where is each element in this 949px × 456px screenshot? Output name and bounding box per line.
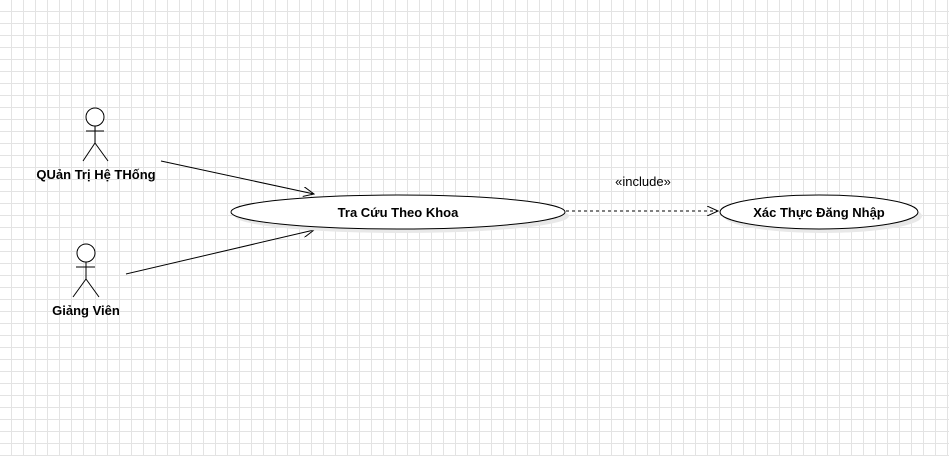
use-case-lookup[interactable]: Tra Cứu Theo Khoa [230, 194, 569, 233]
actor-lecturer[interactable]: Giảng Viên [52, 243, 120, 318]
association-lecturer-lookup[interactable] [125, 230, 314, 275]
association-admin-lookup[interactable] [160, 160, 314, 194]
use-case-auth-label: Xác Thực Đăng Nhập [753, 205, 885, 220]
use-case-ellipse [719, 194, 919, 230]
use-case-ellipse [230, 194, 566, 230]
actor-lecturer-label: Giảng Viên [52, 303, 120, 318]
use-case-lookup-label: Tra Cứu Theo Khoa [338, 205, 459, 220]
actor-admin-label: QUản Trị Hệ THống [36, 167, 155, 182]
stick-figure-icon [82, 107, 109, 162]
stick-figure-icon [72, 243, 100, 298]
use-case-auth[interactable]: Xác Thực Đăng Nhập [719, 194, 922, 233]
actor-admin[interactable]: QUản Trị Hệ THống [36, 107, 156, 182]
include-label: «include» [615, 174, 671, 189]
